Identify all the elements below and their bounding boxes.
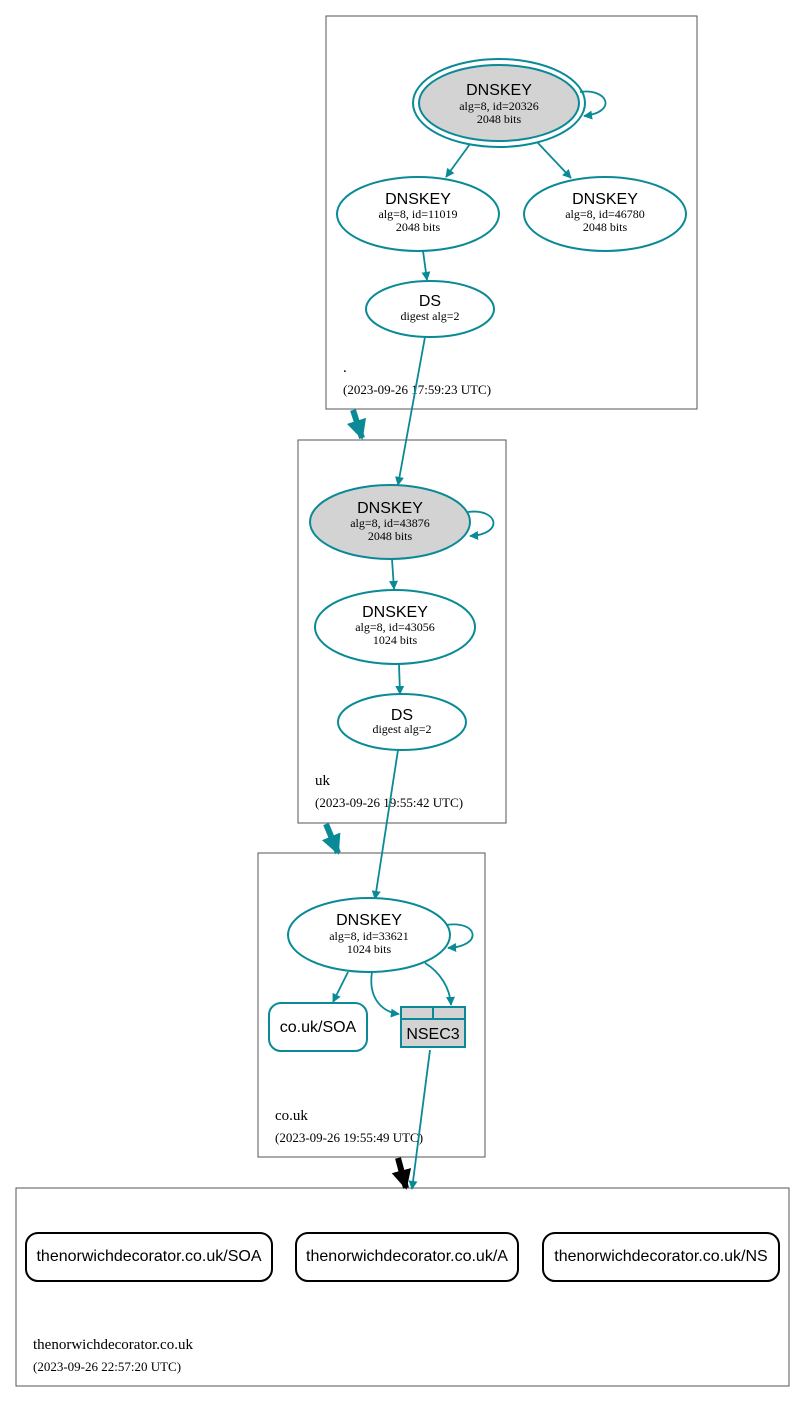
zone-root-time: (2023-09-26 17:59:23 UTC) [343,382,491,397]
zone-domain-name: thenorwichdecorator.co.uk [33,1337,193,1353]
delegation-arrow-uk-couk [321,822,341,855]
edge-zsk1-to-ds [421,250,431,281]
ds-node-uk: DS digest alg=2 [337,693,467,751]
zone-domain-time: (2023-09-26 22:57:20 UTC) [33,1359,181,1374]
edge-ksk-to-zsk2 [536,141,572,179]
rrset-node-domain-soa: thenorwichdecorator.co.uk/SOA [25,1232,273,1282]
edge-nsec3-to-domain [408,1049,431,1190]
node-type: DNSKEY [362,604,428,621]
nsec3-node: NSEC3 [400,1006,466,1048]
edge-uk-ds-to-couk-key [371,749,399,900]
rrset-node-domain-ns: thenorwichdecorator.co.uk/NS [542,1232,780,1282]
edge-couk-key-to-nsec3-b [424,962,456,1006]
dnskey-node-root-zsk-11019: DNSKEY alg=8, id=11019 2048 bits [336,176,500,252]
dnskey-node-root-ksk: DNSKEY alg=8, id=20326 2048 bits [412,58,586,148]
node-type: DNSKEY [336,912,402,929]
zone-domain [15,1187,790,1387]
ds-node-root: DS digest alg=2 [365,280,495,338]
node-type: DNSKEY [572,191,638,208]
node-detail: alg=8, id=43876 [350,516,430,530]
node-type: DS [391,707,413,724]
rrset-node-domain-a: thenorwichdecorator.co.uk/A [295,1232,519,1282]
node-type: DNSKEY [357,500,423,517]
rrset-label: thenorwichdecorator.co.uk/SOA [36,1248,261,1265]
node-type: DNSKEY [385,191,451,208]
node-detail: alg=8, id=33621 [329,929,409,943]
zone-root-name: . [343,360,347,376]
self-sign-loop [579,90,607,120]
dnskey-node-root-zsk-46780: DNSKEY alg=8, id=46780 2048 bits [523,176,687,252]
rrset-node-couk-soa: co.uk/SOA [268,1002,368,1052]
self-sign-loop [445,923,474,953]
dnskey-node-couk: DNSKEY alg=8, id=33621 1024 bits [287,897,451,973]
rrset-label: thenorwichdecorator.co.uk/NS [554,1248,767,1265]
zone-uk-name: uk [315,773,331,789]
zone-couk-time: (2023-09-26 19:55:49 UTC) [275,1130,423,1145]
node-type: DNSKEY [466,82,532,99]
delegation-arrow-root-uk [346,409,367,440]
rrset-label: thenorwichdecorator.co.uk/A [306,1248,508,1265]
rrset-label: co.uk/SOA [280,1019,357,1036]
node-detail: 1024 bits [347,942,392,956]
delegation-arrow-couk-domain [391,1157,412,1190]
node-detail: 2048 bits [368,529,413,543]
self-sign-loop [467,510,495,541]
node-detail: alg=8, id=20326 [459,99,539,113]
node-detail: 2048 bits [583,220,628,234]
node-detail: alg=8, id=46780 [565,207,645,221]
edge-uk-ksk-to-zsk [388,558,398,590]
node-type: DS [419,293,441,310]
dnskey-node-uk-ksk: DNSKEY alg=8, id=43876 2048 bits [309,484,471,560]
edge-ksk-to-zsk1 [445,143,471,178]
node-detail: alg=8, id=43056 [355,620,435,634]
node-detail: digest alg=2 [372,722,431,736]
node-detail: 2048 bits [477,112,522,126]
node-detail: 1024 bits [373,633,418,647]
edge-couk-key-to-nsec3-a [370,971,400,1018]
nsec3-label: NSEC3 [406,1026,459,1043]
edge-root-ds-to-uk-ksk [395,336,426,486]
edge-uk-zsk-to-ds [395,663,405,695]
node-detail: alg=8, id=11019 [378,207,457,221]
node-detail: 2048 bits [396,220,441,234]
dnskey-node-uk-zsk: DNSKEY alg=8, id=43056 1024 bits [314,589,476,665]
edge-couk-key-to-soa [332,971,349,1003]
node-detail: digest alg=2 [400,309,459,323]
zone-couk-name: co.uk [275,1108,308,1124]
